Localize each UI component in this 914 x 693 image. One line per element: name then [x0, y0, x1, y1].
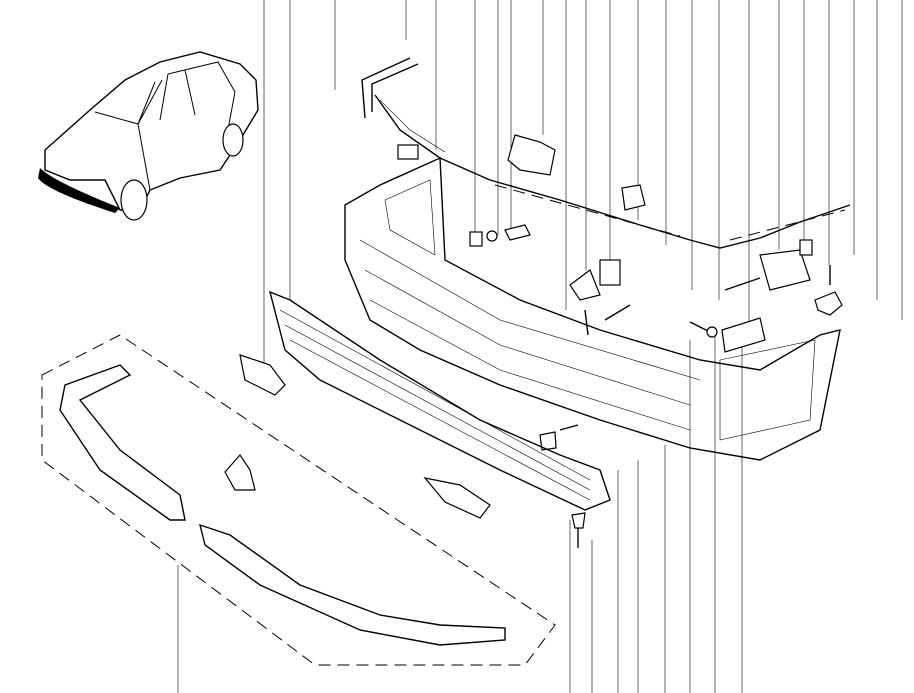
lower-grille [239, 290, 611, 519]
car-locator-icon [38, 51, 259, 221]
front-bumper [344, 156, 841, 461]
spoiler-kit [41, 334, 556, 666]
upper-trim-strip [361, 57, 851, 249]
clips-and-fasteners [397, 134, 843, 548]
top-leader-lines [263, 0, 903, 370]
bottom-leader-lines [177, 335, 743, 693]
